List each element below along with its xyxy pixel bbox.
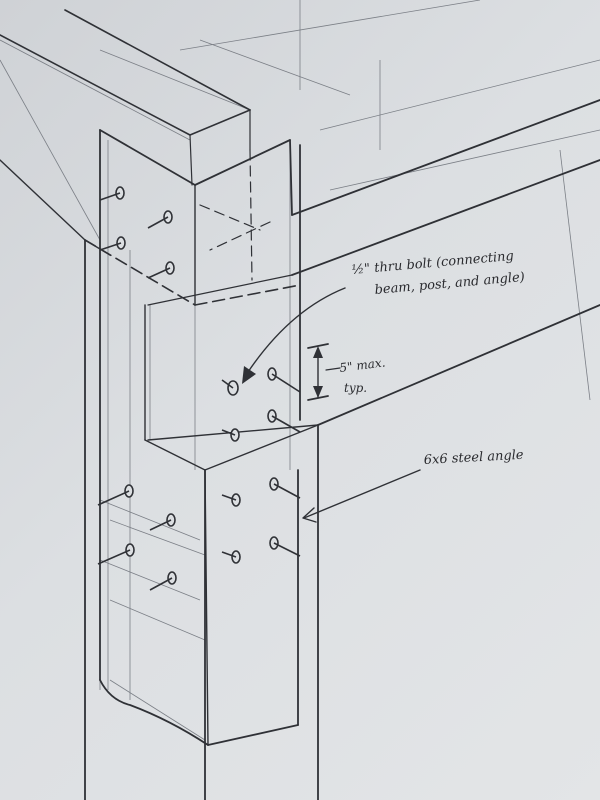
spacing-note: 5" max. (339, 355, 386, 375)
bolt (147, 210, 173, 229)
angle-callout-arrowhead (302, 507, 317, 523)
bolt (99, 186, 125, 201)
bolt-callout-text-line2: beam, post, and angle) (374, 270, 525, 298)
angle-callout-text: 6x6 steel angle (423, 448, 524, 468)
bolt (97, 543, 135, 565)
upper-beam (0, 9, 251, 241)
bolt (221, 428, 240, 442)
bolt (221, 379, 239, 396)
bolt (269, 477, 301, 499)
bolt (149, 513, 176, 531)
post (84, 239, 319, 800)
front-beam (147, 99, 600, 471)
angle-callout-leader (303, 469, 421, 519)
bolt (99, 236, 126, 251)
bolt (267, 367, 301, 393)
bolt (97, 484, 134, 506)
bolt (147, 261, 175, 279)
steel-angle (84, 129, 301, 746)
spacing-dimension (307, 343, 341, 401)
annotation-leaders (242, 287, 421, 523)
bolt (269, 536, 301, 557)
bolt-callout-arrowhead (242, 366, 256, 384)
bolt (267, 409, 301, 433)
bolt (221, 493, 241, 507)
construction-lines (0, 0, 600, 741)
bolt (221, 550, 241, 564)
spacing-note-typ: typ. (344, 381, 367, 395)
bolt (149, 571, 177, 591)
bolts (97, 186, 301, 591)
bolt-callout-leader (247, 287, 346, 373)
